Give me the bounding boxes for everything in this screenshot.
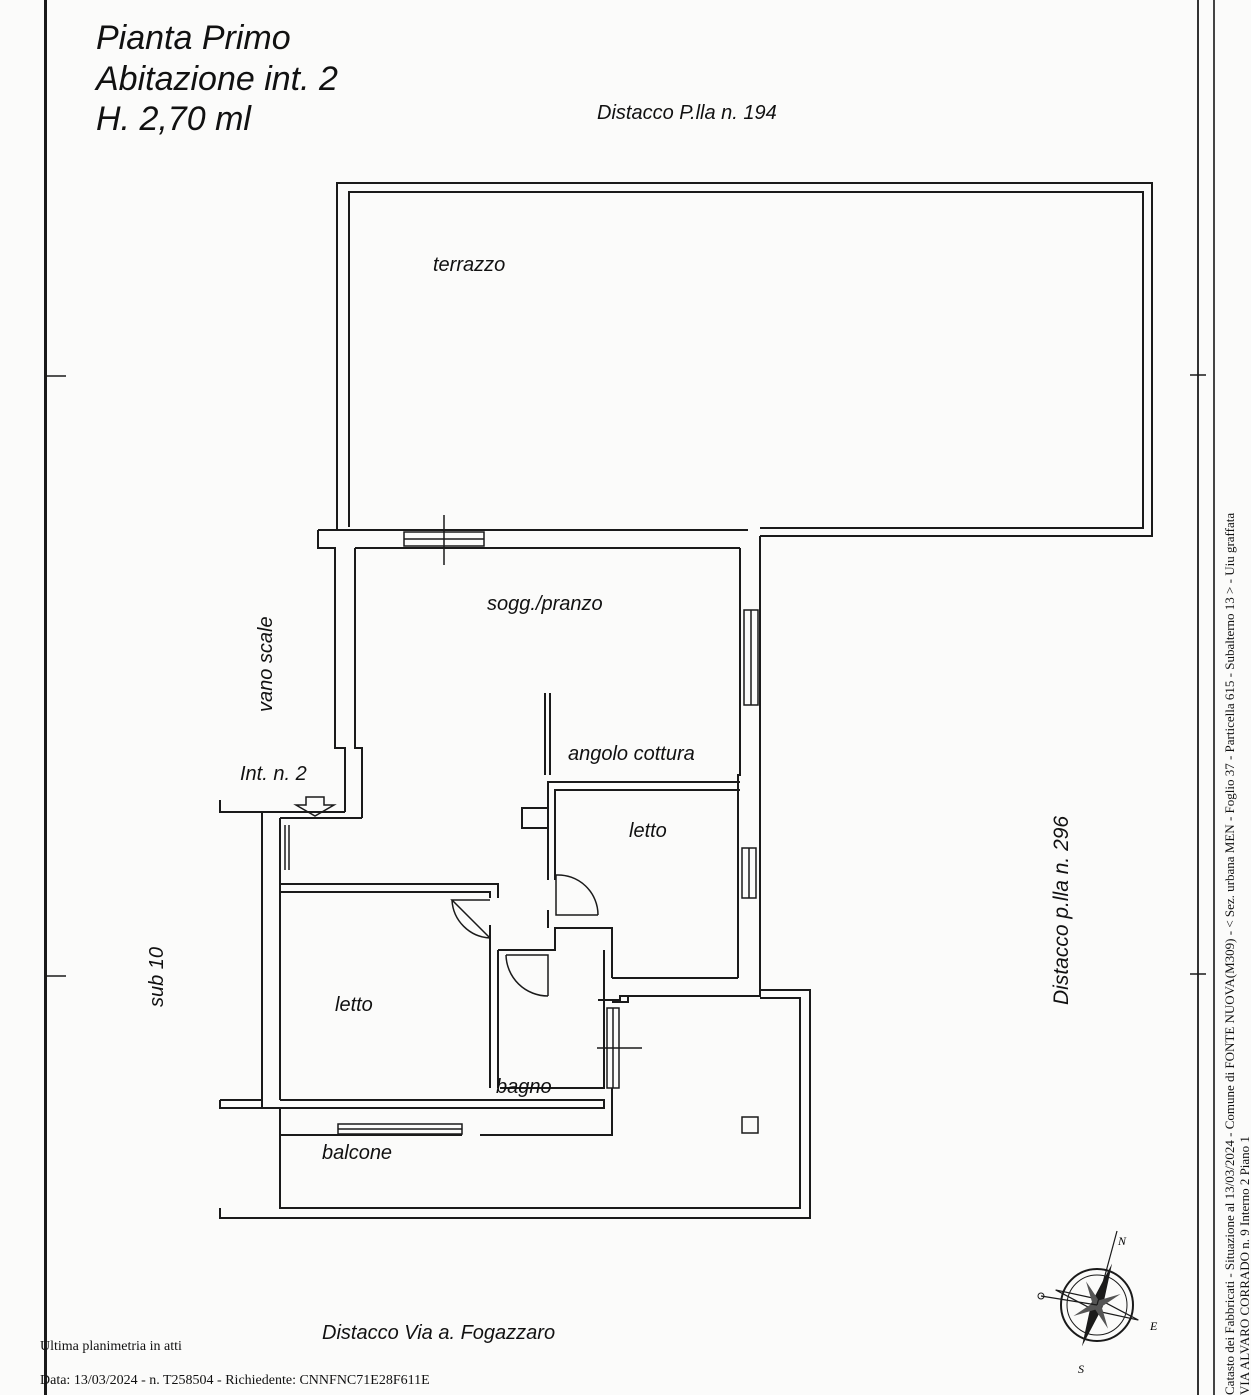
wall-bedroom-left-top-inner [280,891,491,898]
room-label-stairwell: vano scale [255,616,277,712]
wall-loggia [219,989,811,1219]
wall-west-outer [220,811,263,1101]
cadastral-info-line2: VIA ALVARO CORRADO n. 9 Interno 2 Piano … [1237,1136,1251,1395]
label-north-boundary: Distacco P.lla n. 194 [597,102,777,124]
page-border-left [44,0,47,1395]
wall-bathroom-east [598,990,761,1001]
room-label-terrace: terrazzo [433,254,506,276]
wall-loggia-inner [279,997,801,1209]
plan-title-floor: Pianta Primo [96,19,291,57]
cadastral-side-info: Catasto dei Fabbricati - Situazione al 1… [1222,155,1251,1395]
room-label-living: sogg./pranzo [487,593,603,615]
page-border-right-outer [1213,0,1215,1395]
compass-label-east: E [1149,1319,1158,1333]
door-bedroom-right [555,875,598,916]
wall-bedroom-left-top [280,883,499,898]
drain-square [741,1116,759,1134]
label-east-boundary: Distacco p.lla n. 296 [1050,815,1073,1005]
room-label-bedroom-left: letto [335,994,373,1016]
cadastral-info-line1: Catasto dei Fabbricati - Situazione al 1… [1222,512,1237,1395]
label-west-boundary: sub 10 [146,946,168,1007]
wall-bathroom-right [500,950,605,1089]
footer-last-plan: Ultima planimetria in atti [40,1339,182,1354]
wall-balcony-top2 [480,1088,613,1136]
compass-rose [1037,1230,1139,1347]
page-border-right [1197,0,1199,1395]
room-label-bathroom: bagno [496,1076,552,1098]
wall-kitchen-divider-inner [554,789,740,880]
plan-title-unit: Abitazione int. 2 [96,60,338,98]
wall-niche [521,807,548,829]
room-label-balcony: balcone [322,1142,393,1164]
room-label-bedroom-right: letto [629,820,667,842]
terrace-inner [348,191,1144,529]
compass-label-north: N [1117,1234,1127,1248]
wall-corridor [498,927,613,978]
wall-balcony-top [280,1099,605,1109]
wall-bedroom-bottom [219,1100,281,1140]
terrace-outline [336,182,1153,537]
plan-title-height: H. 2,70 ml [96,100,251,138]
wall-west-stair [317,530,346,812]
entrance-arrow [293,796,337,817]
entrance-label: Int. n. 2 [240,763,307,785]
label-south-boundary: Distacco Via a. Fogazzaro [322,1322,556,1344]
wall-loggia-outer [612,996,629,1003]
footer-date-request: Data: 13/03/2024 - n. T258504 - Richiede… [40,1373,430,1388]
room-label-kitchen: angolo cottura [568,743,695,765]
wall-east-living-inner [737,548,741,978]
compass-label-south: S [1078,1362,1084,1376]
wall-kitchen-divider [547,781,740,880]
wall-west-stair-inner [354,548,363,818]
door-bathroom [506,954,549,996]
